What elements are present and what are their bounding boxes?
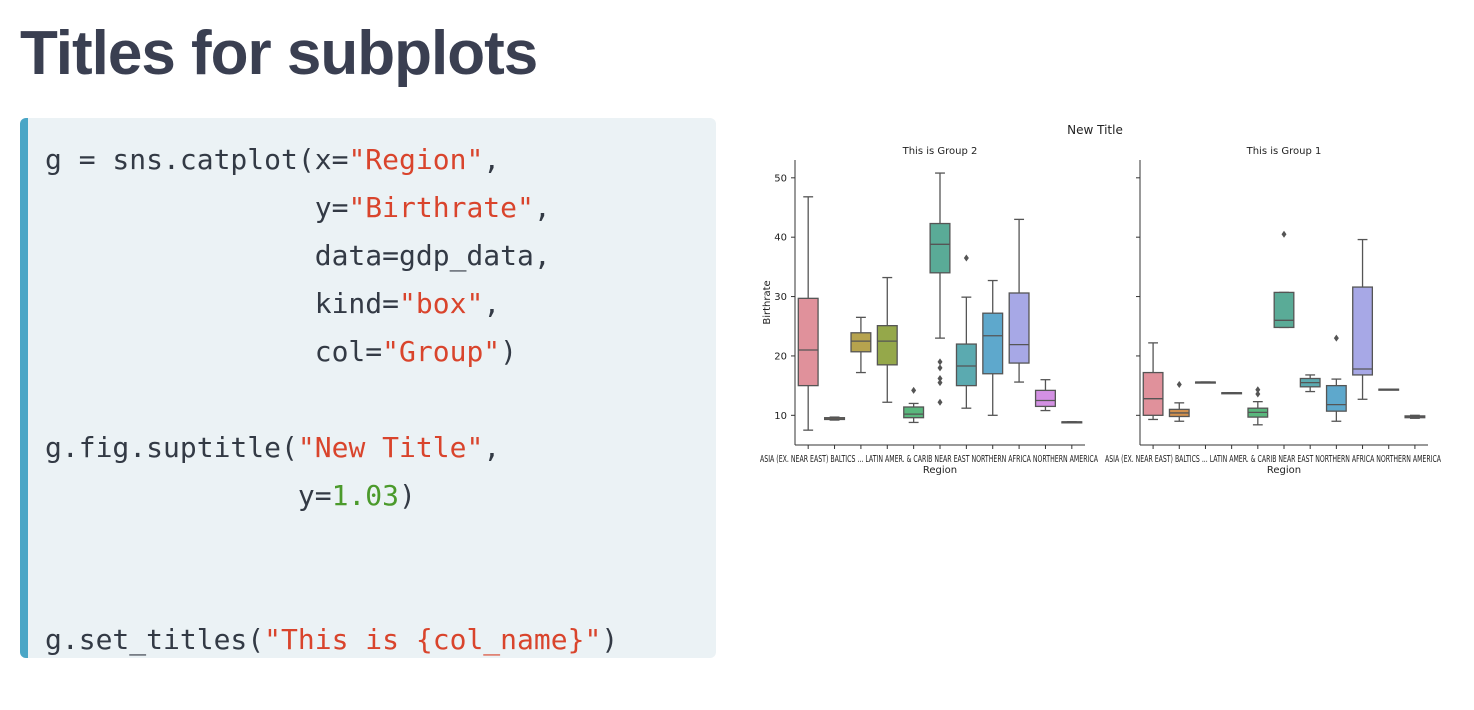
code-text: col= (45, 335, 383, 368)
code-lines: g = sns.catplot(x="Region", y="Birthrate… (45, 136, 618, 658)
code-text: g.set_titles( (45, 623, 265, 656)
y-tick-label: 40 (774, 233, 787, 244)
code-line: kind="box", (45, 280, 618, 328)
code-text: kind= (45, 287, 400, 320)
outlier-point (1176, 380, 1182, 388)
outlier-point (937, 358, 943, 366)
code-string: "New Title" (297, 431, 484, 464)
box (1008, 292, 1030, 364)
x-tick-labels: ASIA (EX. NEAR EAST) BALTICS ... LATIN A… (760, 454, 1098, 465)
outlier-point (1255, 386, 1261, 394)
code-text: data=gdp_data, (45, 239, 551, 272)
box (1034, 389, 1056, 408)
code-string: "This is {col_name}" (264, 623, 602, 656)
code-accent-bar (20, 118, 28, 658)
box (797, 297, 819, 387)
box (1352, 286, 1374, 376)
outlier-point (937, 398, 943, 406)
code-line (45, 376, 618, 424)
code-block: g = sns.catplot(x="Region", y="Birthrate… (20, 118, 716, 658)
outlier-point (937, 364, 943, 372)
code-line (45, 568, 618, 616)
code-text: , (483, 287, 501, 320)
box (955, 343, 977, 387)
code-text: y= (45, 479, 332, 512)
code-line (45, 520, 618, 568)
slide-title: Titles for subplots (20, 19, 538, 88)
outlier-point (1333, 334, 1339, 342)
code-string: "Birthrate" (348, 191, 534, 224)
code-line: y="Birthrate", (45, 184, 618, 232)
outlier-point (963, 254, 969, 262)
code-string: "Region" (348, 143, 484, 176)
subplot-title: This is Group 2 (902, 146, 978, 157)
outlier-point (1255, 390, 1261, 398)
y-tick-label: 20 (774, 351, 787, 362)
subplot-title: This is Group 1 (1246, 146, 1322, 157)
x-axis-label: Region (923, 465, 957, 476)
y-tick-label: 50 (774, 173, 787, 184)
box (850, 332, 872, 353)
box (1273, 291, 1295, 329)
code-number: 1.03 (331, 479, 400, 512)
code-text: ) (399, 479, 416, 512)
outlier-point (911, 386, 917, 394)
code-line: col="Group") (45, 328, 618, 376)
outlier-point (937, 379, 943, 387)
box (982, 312, 1004, 375)
code-text: ) (500, 335, 518, 368)
y-tick-label: 10 (774, 411, 787, 422)
code-string: "Group" (382, 335, 501, 368)
code-line: g.fig.suptitle("New Title", (45, 424, 618, 472)
box (1142, 371, 1164, 416)
box (1325, 384, 1347, 412)
outlier-point (937, 375, 943, 382)
y-axis-label: Birthrate (762, 280, 773, 324)
box (876, 325, 898, 366)
code-text: y= (45, 191, 349, 224)
code-text: ) (601, 623, 619, 656)
code-text: , (483, 143, 501, 176)
x-tick-labels: ASIA (EX. NEAR EAST) BALTICS ... LATIN A… (1105, 454, 1441, 465)
box (903, 406, 925, 419)
box (929, 222, 951, 274)
code-text: , (483, 431, 501, 464)
outlier-point (1281, 230, 1287, 238)
code-text: g = sns.catplot(x= (45, 143, 349, 176)
y-tick-label: 30 (774, 292, 787, 303)
code-text: , (533, 191, 551, 224)
x-axis-label: Region (1267, 465, 1301, 476)
code-text: g.fig.suptitle( (45, 431, 298, 464)
code-line: g.set_titles("This is {col_name}") (45, 616, 618, 658)
code-line: y=1.03) (45, 472, 618, 520)
code-line: data=gdp_data, (45, 232, 618, 280)
chart-suptitle: New Title (1067, 123, 1123, 137)
code-line: g = sns.catplot(x="Region", (45, 136, 618, 184)
code-string: "box" (399, 287, 484, 320)
